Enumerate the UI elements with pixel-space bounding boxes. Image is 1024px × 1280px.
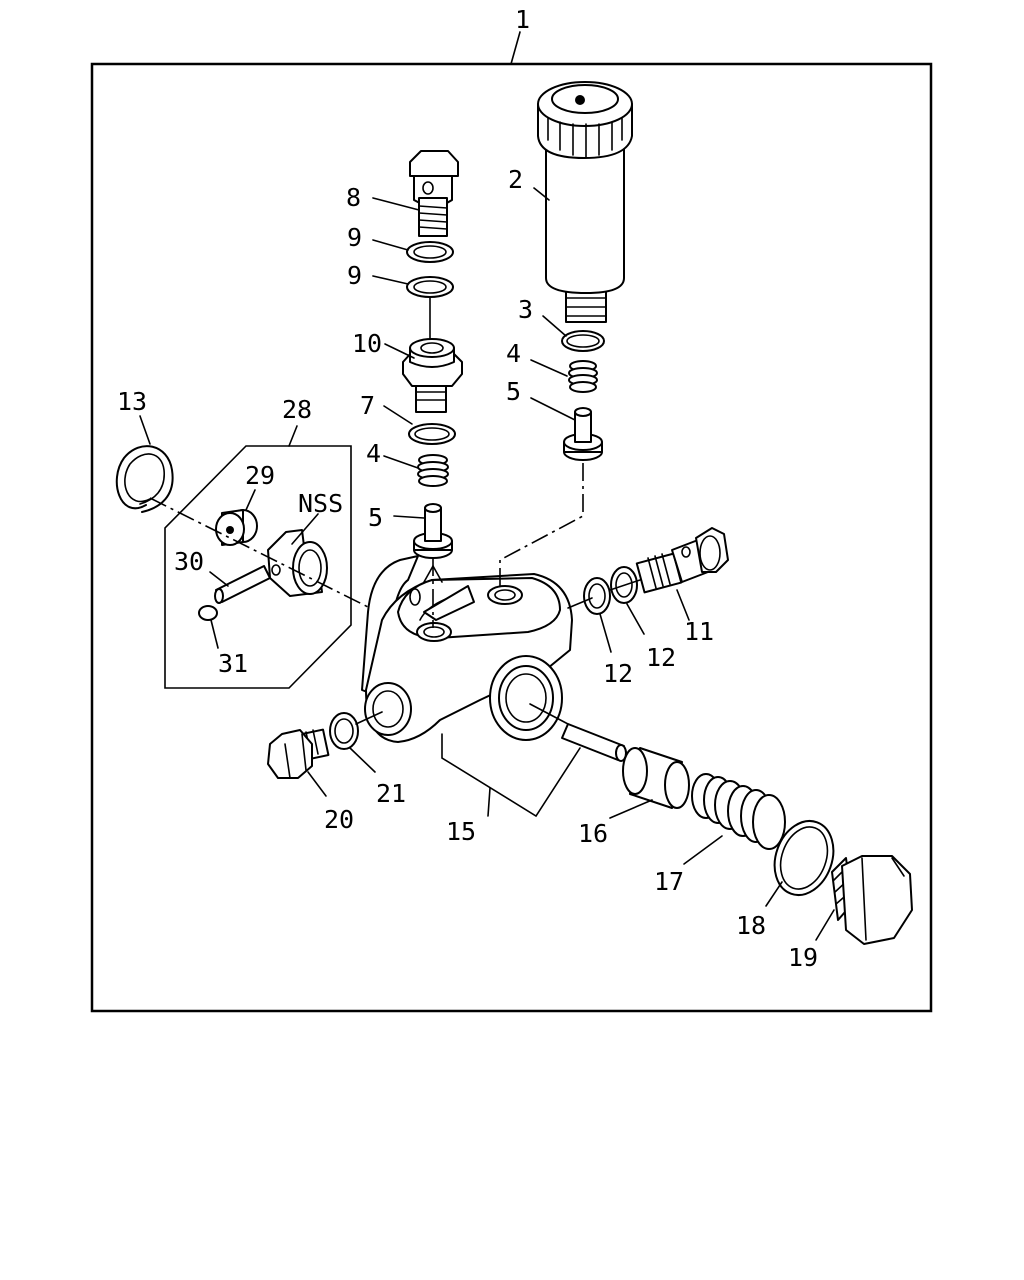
callout-31: 31 (218, 649, 248, 678)
callout-12-right: 12 (646, 643, 676, 672)
gasket-21 (329, 712, 359, 750)
callout-13: 13 (117, 387, 147, 416)
callout-nss: NSS (298, 489, 343, 518)
bracket-15 (441, 733, 581, 818)
callout-10: 10 (352, 329, 382, 358)
spring-4-right (568, 360, 598, 393)
kit-28-box (164, 445, 352, 689)
callout-18: 18 (736, 911, 766, 940)
callout-2: 2 (508, 165, 523, 194)
callout-21: 21 (376, 779, 406, 808)
eye-bolt-8 (409, 150, 459, 237)
callout-5-right: 5 (506, 377, 521, 406)
callout-3: 3 (518, 295, 533, 324)
callout-30: 30 (174, 547, 204, 576)
callout-4-left: 4 (366, 439, 381, 468)
callout-1: 1 (515, 5, 530, 34)
tappet-nss (267, 529, 328, 597)
plug-31 (198, 605, 218, 621)
eye-bolt-11 (635, 527, 729, 594)
snap-ring-13 (115, 445, 174, 513)
callout-20: 20 (324, 805, 354, 834)
callout-16: 16 (578, 819, 608, 848)
callout-9-upper: 9 (347, 223, 362, 252)
callout-4-right: 4 (506, 339, 521, 368)
callout-8: 8 (346, 183, 361, 212)
callout-7: 7 (360, 391, 375, 420)
callout-11: 11 (684, 617, 714, 646)
gasket-3 (561, 330, 605, 352)
axis-line-20 (355, 711, 383, 725)
axis-line-kit (149, 497, 371, 609)
gasket-12-left (583, 577, 611, 615)
callout-28: 28 (282, 395, 312, 424)
pin-15 (561, 723, 627, 762)
roller-29 (215, 509, 258, 546)
connector-10 (402, 338, 463, 413)
callout-5-left: 5 (368, 503, 383, 532)
axis-line-12 (567, 597, 593, 609)
pin-30 (214, 565, 271, 604)
sleeve-16 (622, 747, 690, 809)
valve-5-left (413, 503, 453, 559)
callout-15: 15 (446, 817, 476, 846)
priming-pump (537, 81, 633, 323)
spring-17 (691, 773, 786, 850)
pump-body (361, 555, 573, 743)
valve-5-right (563, 407, 603, 461)
callout-9-lower: 9 (347, 261, 362, 290)
callout-17: 17 (654, 867, 684, 896)
gasket-7 (408, 423, 456, 445)
spring-4-left (417, 454, 449, 487)
plug-bolt-20 (267, 728, 330, 779)
cap-nut-19 (831, 855, 913, 945)
callout-29: 29 (245, 461, 275, 490)
callout-12-left: 12 (603, 659, 633, 688)
axis-line-right-stack (499, 463, 584, 586)
callout-19: 19 (788, 943, 818, 972)
axis-line-15 (529, 703, 569, 725)
